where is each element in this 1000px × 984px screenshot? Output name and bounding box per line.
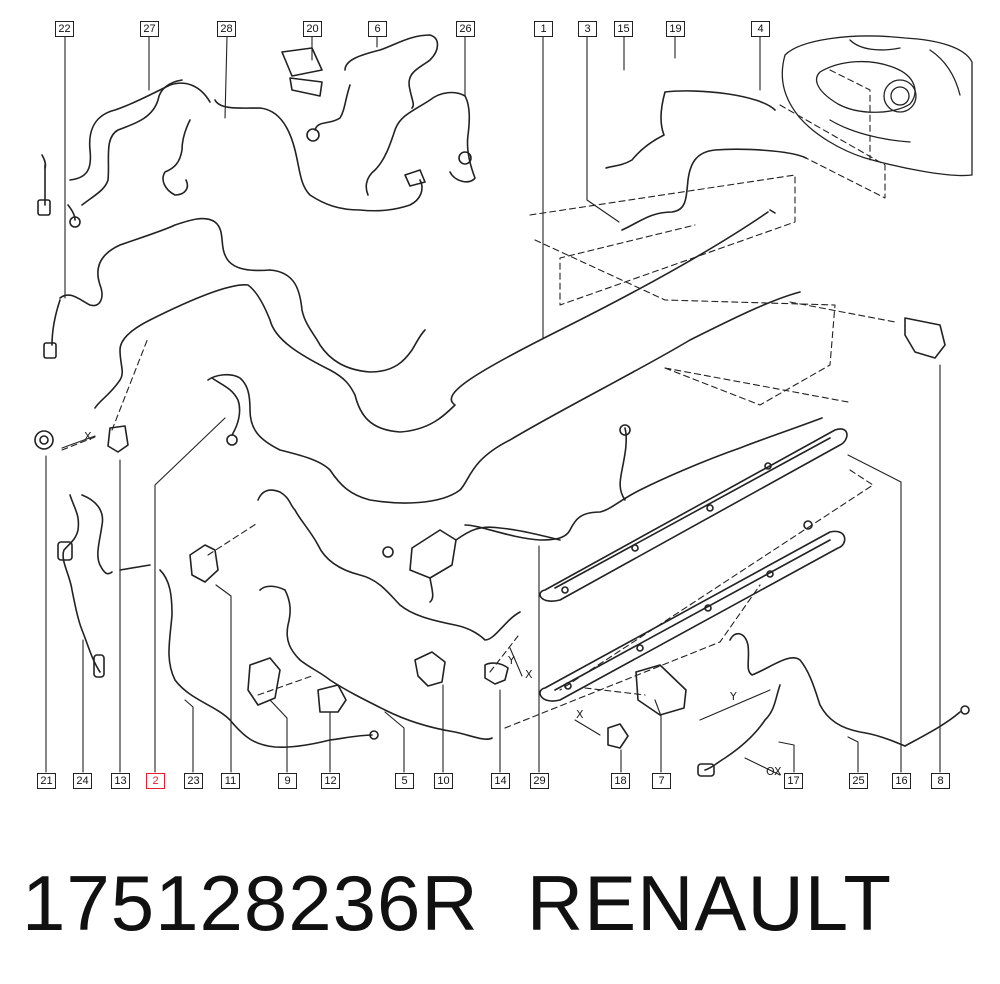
part-caption: 175128236R RENAULT: [22, 858, 892, 949]
callout-16[interactable]: 16: [892, 773, 911, 789]
svg-text:X: X: [84, 430, 92, 443]
callout-21[interactable]: 21: [37, 773, 56, 789]
callout-2[interactable]: 2: [146, 773, 165, 789]
callout-26[interactable]: 26: [456, 21, 475, 37]
svg-text:OX: OX: [766, 765, 782, 778]
parts-diagram: X Y X X Y OX: [34, 34, 973, 778]
part-number: 175128236R: [22, 859, 479, 947]
diagram-drawing: X Y X X Y OX: [34, 34, 973, 778]
callout-28[interactable]: 28: [217, 21, 236, 37]
main-fuel-lines: [94, 90, 823, 541]
callout-29[interactable]: 29: [530, 773, 549, 789]
callout-23[interactable]: 23: [184, 773, 203, 789]
callout-20[interactable]: 20: [303, 21, 322, 37]
central-bracket: [382, 526, 561, 603]
axis-label-text: X Y X X Y OX: [84, 430, 782, 778]
callout-3[interactable]: 3: [578, 21, 597, 37]
callout-1[interactable]: 1: [534, 21, 553, 37]
lower-middle-parts: [189, 489, 521, 740]
callout-7[interactable]: 7: [652, 773, 671, 789]
callout-27[interactable]: 27: [140, 21, 159, 37]
brand-name: RENAULT: [526, 859, 893, 947]
top-leader-lines: [64, 36, 761, 339]
svg-text:Y: Y: [729, 690, 737, 703]
callout-9[interactable]: 9: [278, 773, 297, 789]
axis-markers: [61, 435, 781, 776]
callout-12[interactable]: 12: [321, 773, 340, 789]
callout-8[interactable]: 8: [931, 773, 950, 789]
svg-text:X: X: [525, 668, 533, 681]
bottom-leader-lines: [45, 364, 941, 773]
callout-24[interactable]: 24: [73, 773, 92, 789]
callout-17[interactable]: 17: [784, 773, 803, 789]
callout-15[interactable]: 15: [614, 21, 633, 37]
upper-left-pipes: [37, 79, 426, 373]
upper-middle-hoses: [281, 34, 476, 196]
dashed-guides: [61, 69, 896, 729]
callout-11[interactable]: 11: [221, 773, 240, 789]
callout-14[interactable]: 14: [491, 773, 510, 789]
fuel-tank: [781, 35, 973, 177]
right-pipe-assemblies: [539, 424, 848, 702]
callout-19[interactable]: 19: [666, 21, 685, 37]
lower-right-parts: [607, 317, 970, 777]
callout-25[interactable]: 25: [849, 773, 868, 789]
callout-10[interactable]: 10: [434, 773, 453, 789]
callout-22[interactable]: 22: [55, 21, 74, 37]
callout-4[interactable]: 4: [751, 21, 770, 37]
callout-13[interactable]: 13: [111, 773, 130, 789]
left-assemblies: [34, 377, 379, 748]
callout-18[interactable]: 18: [611, 773, 630, 789]
svg-text:Y: Y: [507, 654, 515, 667]
callout-6[interactable]: 6: [368, 21, 387, 37]
callout-5[interactable]: 5: [395, 773, 414, 789]
svg-text:X: X: [576, 708, 584, 721]
